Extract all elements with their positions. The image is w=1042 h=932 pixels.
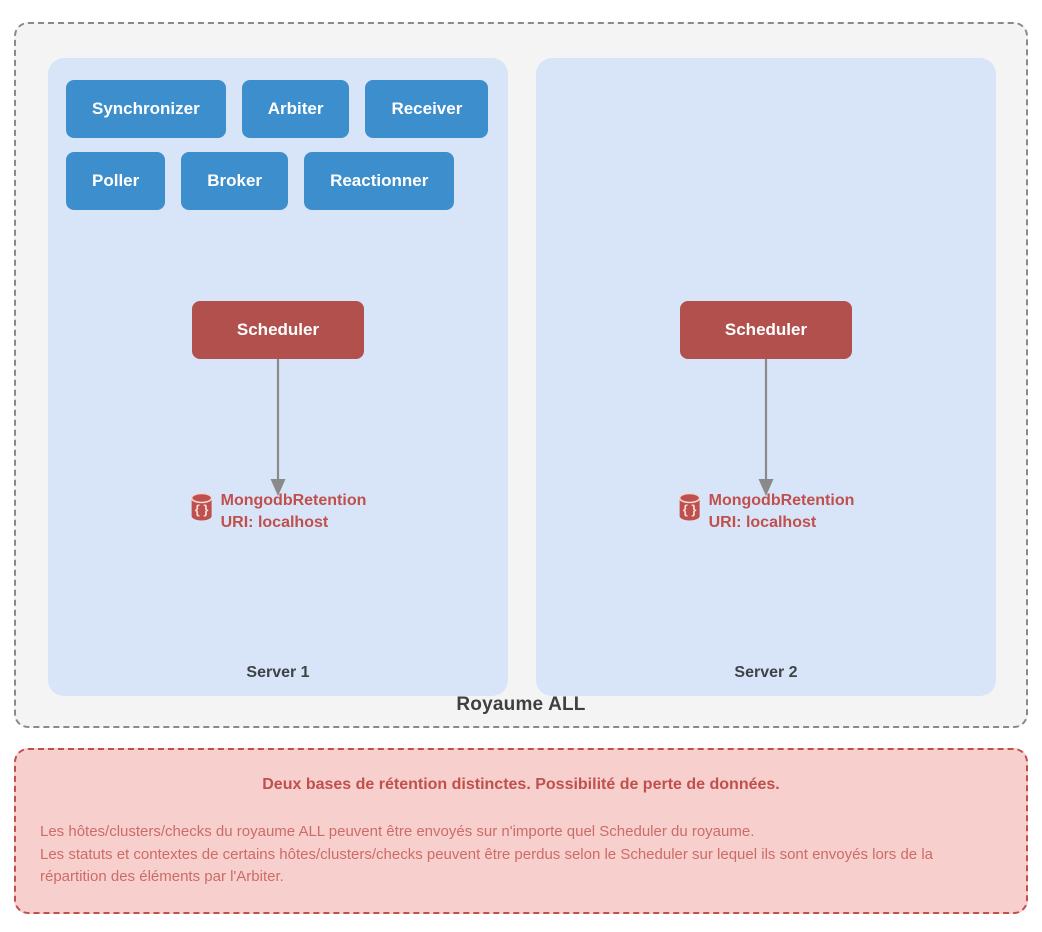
daemon-list-1: Synchronizer Arbiter Receiver Poller Bro… [66, 80, 490, 210]
scheduler-to-database-arrow-1 [270, 359, 286, 496]
realm-title: Royaume ALL [456, 694, 586, 715]
scheduler-to-database-arrow-2 [758, 359, 774, 496]
warning-body: Les hôtes/clusters/checks du royaume ALL… [40, 821, 1002, 889]
scheduler-box-1[interactable]: Scheduler [192, 301, 364, 359]
daemon-box-broker[interactable]: Broker [181, 152, 289, 210]
daemon-box-arbiter[interactable]: Arbiter [241, 80, 350, 138]
database-label-2: MongodbRetention URI: localhost [709, 490, 855, 534]
warning-title: Deux bases de rétention distinctes. Poss… [262, 776, 780, 793]
warning-line-1: Les hôtes/clusters/checks du royaume ALL… [40, 823, 755, 840]
database-name-1: MongodbRetention [220, 492, 367, 509]
realm-container: Synchronizer Arbiter Receiver Poller Bro… [14, 22, 1028, 728]
daemon-box-poller[interactable]: Poller [66, 152, 166, 210]
daemon-box-synchronizer[interactable]: Synchronizer [66, 80, 226, 138]
server-label-1: Server 1 [246, 664, 310, 681]
database-name-2: MongodbRetention [708, 492, 855, 509]
scheduler-box-2[interactable]: Scheduler [680, 301, 852, 359]
database-uri-2: URI: localhost [708, 514, 817, 532]
database-label-1: MongodbRetention URI: localhost [221, 490, 367, 534]
svg-text:{ }: { } [195, 502, 209, 517]
database-icon: { } [678, 492, 701, 521]
daemon-box-receiver[interactable]: Receiver [365, 80, 489, 138]
database-node-2: { } MongodbRetention URI: localhost [678, 490, 855, 534]
database-uri-1: URI: localhost [220, 514, 329, 532]
svg-text:{ }: { } [683, 502, 697, 517]
server-label-2: Server 2 [734, 664, 798, 681]
database-icon: { } [190, 492, 213, 521]
server-panel-2: Scheduler { } MongodbRetention URI: loca… [536, 58, 996, 696]
daemon-box-reactionner[interactable]: Reactionner [304, 152, 455, 210]
database-node-1: { } MongodbRetention URI: localhost [190, 490, 367, 534]
warning-panel: Deux bases de rétention distinctes. Poss… [14, 748, 1028, 914]
server-panel-1: Synchronizer Arbiter Receiver Poller Bro… [48, 58, 508, 696]
warning-line-2: Les statuts et contextes de certains hôt… [40, 845, 933, 886]
